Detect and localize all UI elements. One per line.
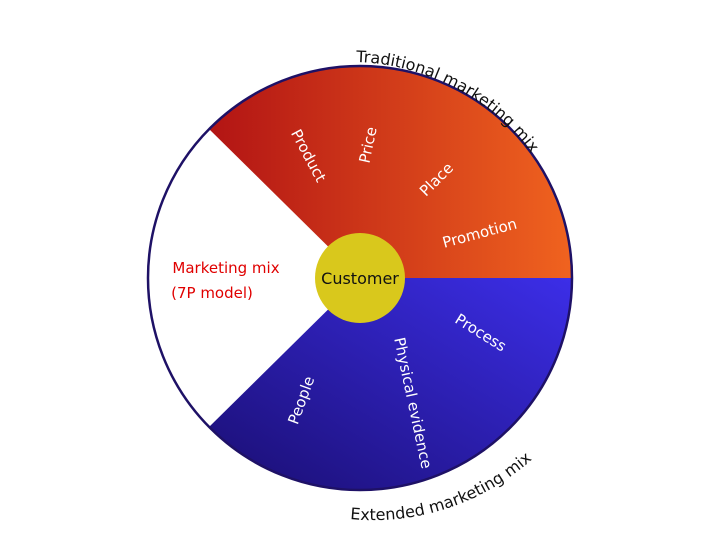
- model-wedge: [147, 129, 360, 427]
- model-label-line2: (7P model): [171, 284, 253, 302]
- extended-wedge: [209, 278, 573, 491]
- customer-label: Customer: [321, 269, 399, 288]
- traditional-wedge: [209, 65, 573, 278]
- model-label-line1: Marketing mix: [172, 259, 279, 277]
- customer-circle: [315, 233, 405, 323]
- outer-ring: [146, 64, 574, 492]
